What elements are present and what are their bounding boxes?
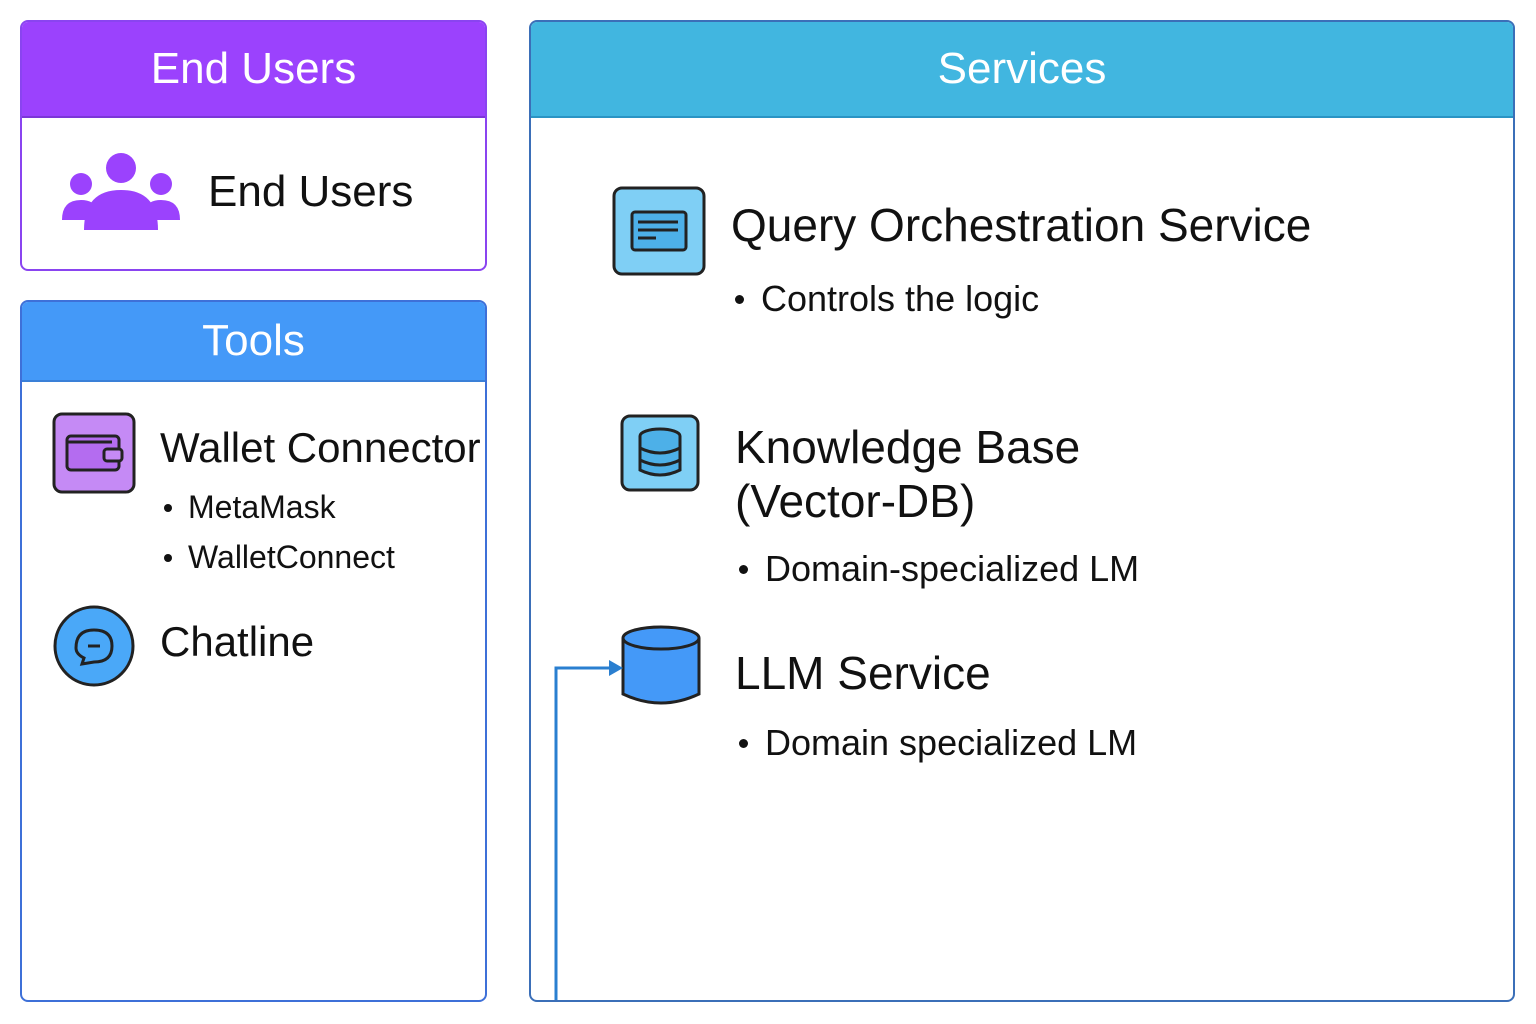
services-header: Services xyxy=(531,22,1513,118)
end-users-header-title: End Users xyxy=(150,44,357,93)
wallet-item-metamask: MetaMask xyxy=(160,482,481,532)
llm-list: Domain specialized LM xyxy=(735,718,1137,768)
wallet-item-walletconnect: WalletConnect xyxy=(160,532,481,582)
llm-item: Domain specialized LM xyxy=(735,718,1137,768)
chatline-block: Chatline xyxy=(160,618,314,666)
tools-panel: Tools Wallet Connector MetaMask WalletCo… xyxy=(20,300,487,1002)
wallet-connector-title: Wallet Connector xyxy=(160,424,481,471)
tools-header: Tools xyxy=(22,302,485,382)
orchestration-title: Query Orchestration Service xyxy=(731,199,1312,251)
users-icon xyxy=(62,153,180,230)
llm-block: LLM Service Domain specialized LM xyxy=(735,646,1137,768)
cylinder-icon xyxy=(621,625,701,705)
knowledge-list: Domain-specialized LM xyxy=(735,544,1139,594)
wallet-connector-list: MetaMask WalletConnect xyxy=(160,482,481,582)
chatline-title: Chatline xyxy=(160,618,315,665)
wallet-icon xyxy=(52,412,136,494)
orchestration-block: Query Orchestration Service Controls the… xyxy=(731,198,1311,324)
services-panel: Services Query Orchestration Service Con… xyxy=(529,20,1515,1002)
end-users-label: End Users xyxy=(208,167,414,216)
end-users-header: End Users xyxy=(22,22,485,118)
orchestration-item: Controls the logic xyxy=(731,274,1311,324)
window-icon xyxy=(612,186,706,276)
connector-arrow xyxy=(554,660,623,1000)
database-icon xyxy=(620,414,700,492)
end-users-row: End Users xyxy=(62,152,413,232)
knowledge-item: Domain-specialized LM xyxy=(735,544,1139,594)
services-header-title: Services xyxy=(937,44,1107,93)
knowledge-block: Knowledge Base (Vector-DB) Domain-specia… xyxy=(735,420,1139,594)
chat-bubble-icon xyxy=(53,605,135,687)
wallet-connector-block: Wallet Connector MetaMask WalletConnect xyxy=(160,424,481,582)
knowledge-title-line2: (Vector-DB) xyxy=(735,475,976,527)
llm-title: LLM Service xyxy=(735,647,991,699)
orchestration-list: Controls the logic xyxy=(731,274,1311,324)
end-users-panel: End Users End Users xyxy=(20,20,487,271)
knowledge-title-line1: Knowledge Base xyxy=(735,421,1081,473)
tools-header-title: Tools xyxy=(202,316,305,365)
